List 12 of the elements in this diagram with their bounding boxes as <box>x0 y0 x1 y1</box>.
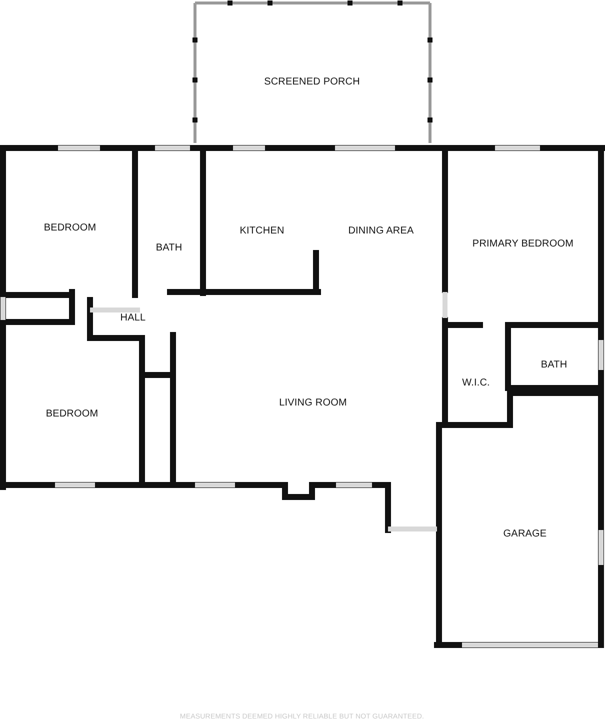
room-label: KITCHEN <box>240 226 284 236</box>
room-label: GARAGE <box>503 528 547 540</box>
room-label: BEDROOM <box>44 222 96 234</box>
room-label: BATH <box>156 242 182 254</box>
room-label: LIVING ROOM <box>279 398 347 408</box>
room-label: SCREENED PORCH <box>264 76 360 88</box>
room-label: BATH <box>540 360 568 370</box>
room-label: DINING AREA <box>348 226 414 236</box>
room-label: PRIMARY BEDROOM <box>472 238 574 250</box>
room-label: W.I.C. <box>462 378 490 388</box>
room-label: HALL <box>120 312 146 324</box>
room-label: BEDROOM <box>46 408 98 420</box>
